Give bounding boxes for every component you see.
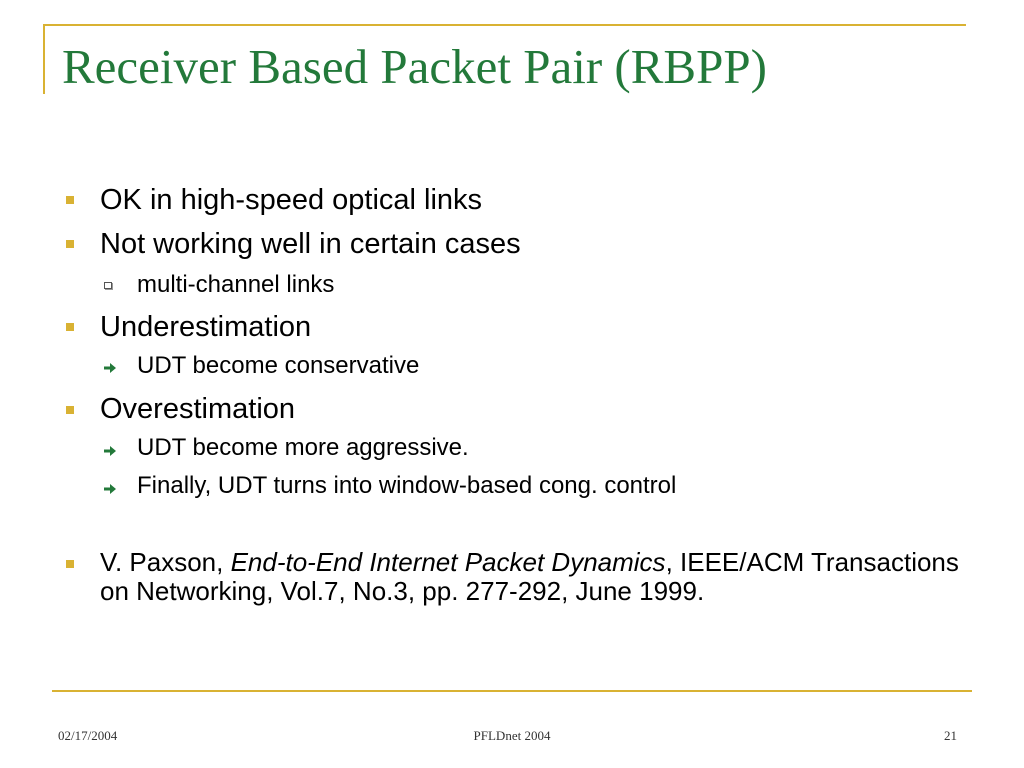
- left-accent-rule: [43, 26, 45, 94]
- footer-rule: [52, 690, 972, 692]
- arrow-right-icon: [104, 446, 116, 456]
- sub-bullet-text: multi-channel links: [137, 271, 335, 298]
- bullet-text: Overestimation: [100, 393, 296, 425]
- reference-citation: V. Paxson, End-to-End Internet Packet Dy…: [100, 548, 970, 606]
- footer-date: 02/17/2004: [58, 728, 118, 743]
- reference-author: V. Paxson,: [100, 547, 231, 577]
- top-rule: [43, 24, 966, 26]
- square-bullet-icon: [66, 406, 74, 414]
- page-number: 21: [944, 728, 957, 743]
- box-bullet-icon: [104, 282, 112, 289]
- slide-body: OK in high-speed optical links Not worki…: [66, 184, 970, 606]
- sub-bullet-text: Finally, UDT turns into window-based con…: [137, 472, 677, 499]
- arrow-right-icon: [104, 484, 116, 494]
- slide-title: Receiver Based Packet Pair (RBPP): [62, 39, 767, 94]
- bullet-text: OK in high-speed optical links: [100, 184, 483, 216]
- reference-title: End-to-End Internet Packet Dynamics: [230, 547, 666, 577]
- sub-bullet-text: UDT become more aggressive.: [137, 434, 469, 461]
- square-bullet-icon: [66, 323, 74, 331]
- sub-bullet-text: UDT become conservative: [137, 352, 420, 379]
- square-bullet-icon: [66, 196, 74, 204]
- square-bullet-icon: [66, 560, 74, 568]
- reference-details: , IEEE/ACM Transactions on Networking, V…: [100, 547, 959, 606]
- arrow-right-icon: [104, 363, 116, 373]
- square-bullet-icon: [66, 240, 74, 248]
- bullet-text: Underestimation: [100, 311, 312, 343]
- bullet-text: Not working well in certain cases: [100, 228, 521, 260]
- footer-event: PFLDnet 2004: [473, 728, 551, 743]
